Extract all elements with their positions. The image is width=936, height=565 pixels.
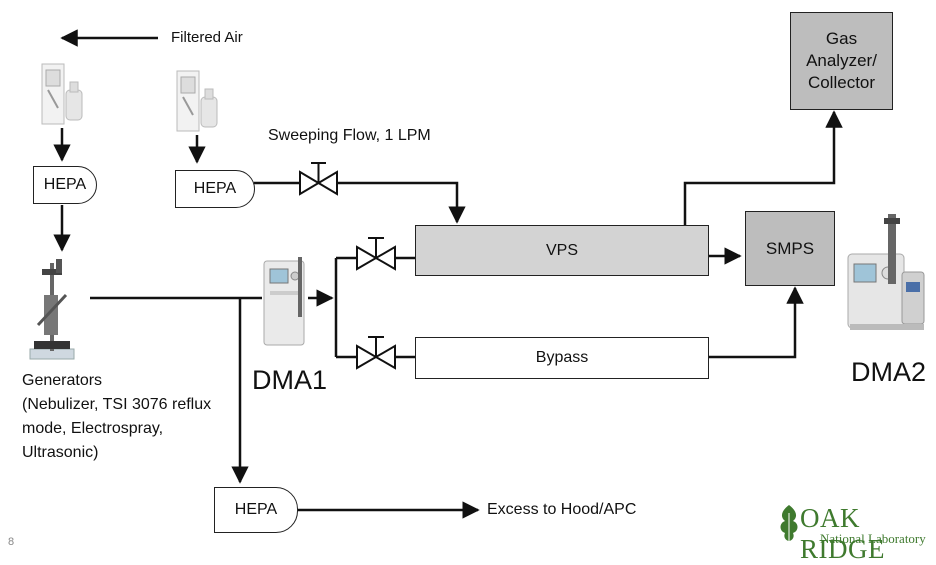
- generators-line-2: (Nebulizer, TSI 3076 reflux: [22, 396, 212, 413]
- generators-label: Generators (Nebulizer, TSI 3076 reflux m…: [22, 369, 211, 465]
- bypass-tube: Bypass: [415, 337, 709, 379]
- hepa-filter-bottom: HEPA: [214, 487, 298, 533]
- ornl-logo-subtext: National Laboratory: [820, 531, 926, 546]
- generators-line-4: Ultrasonic): [22, 444, 99, 461]
- dma1-label: DMA1: [252, 365, 328, 395]
- valve-icon: [356, 237, 396, 271]
- bypass-to-smps-arrow: [709, 286, 804, 359]
- dma2-label: DMA2: [851, 357, 927, 387]
- air-pump-device-icon: [41, 63, 83, 125]
- gas-analyzer-line-3: Collector: [807, 73, 876, 92]
- excess-label: Excess to Hood/APC: [487, 501, 637, 518]
- vps-to-gas-arrow: [683, 110, 843, 225]
- sweep-line-2: [337, 181, 466, 224]
- gas-analyzer-line-2: Analyzer/: [806, 51, 877, 70]
- page-number: 8: [8, 536, 15, 548]
- hepa-filter-mid: HEPA: [175, 170, 255, 208]
- dma1-instrument-icon: [263, 257, 305, 346]
- generators-line-3: mode, Electrospray,: [22, 420, 164, 437]
- filtered-air-label: Filtered Air: [171, 29, 243, 46]
- valve-icon: [299, 162, 338, 196]
- generators-line-1: Generators: [22, 372, 103, 389]
- smps-box: SMPS: [745, 211, 835, 286]
- valve-icon: [356, 336, 396, 370]
- gas-analyzer-line-1: Gas: [825, 29, 858, 48]
- vps-tube: VPS: [415, 225, 709, 276]
- generator-apparatus-icon: [29, 259, 75, 360]
- air-pump-device-icon: [176, 70, 218, 132]
- oak-leaf-icon: [780, 505, 798, 543]
- gas-analyzer-box: Gas Analyzer/ Collector: [790, 12, 893, 110]
- dma2-instrument-icon: [847, 214, 925, 330]
- sweeping-flow-label: Sweeping Flow, 1 LPM: [268, 127, 431, 144]
- hepa-filter-left: HEPA: [33, 166, 97, 204]
